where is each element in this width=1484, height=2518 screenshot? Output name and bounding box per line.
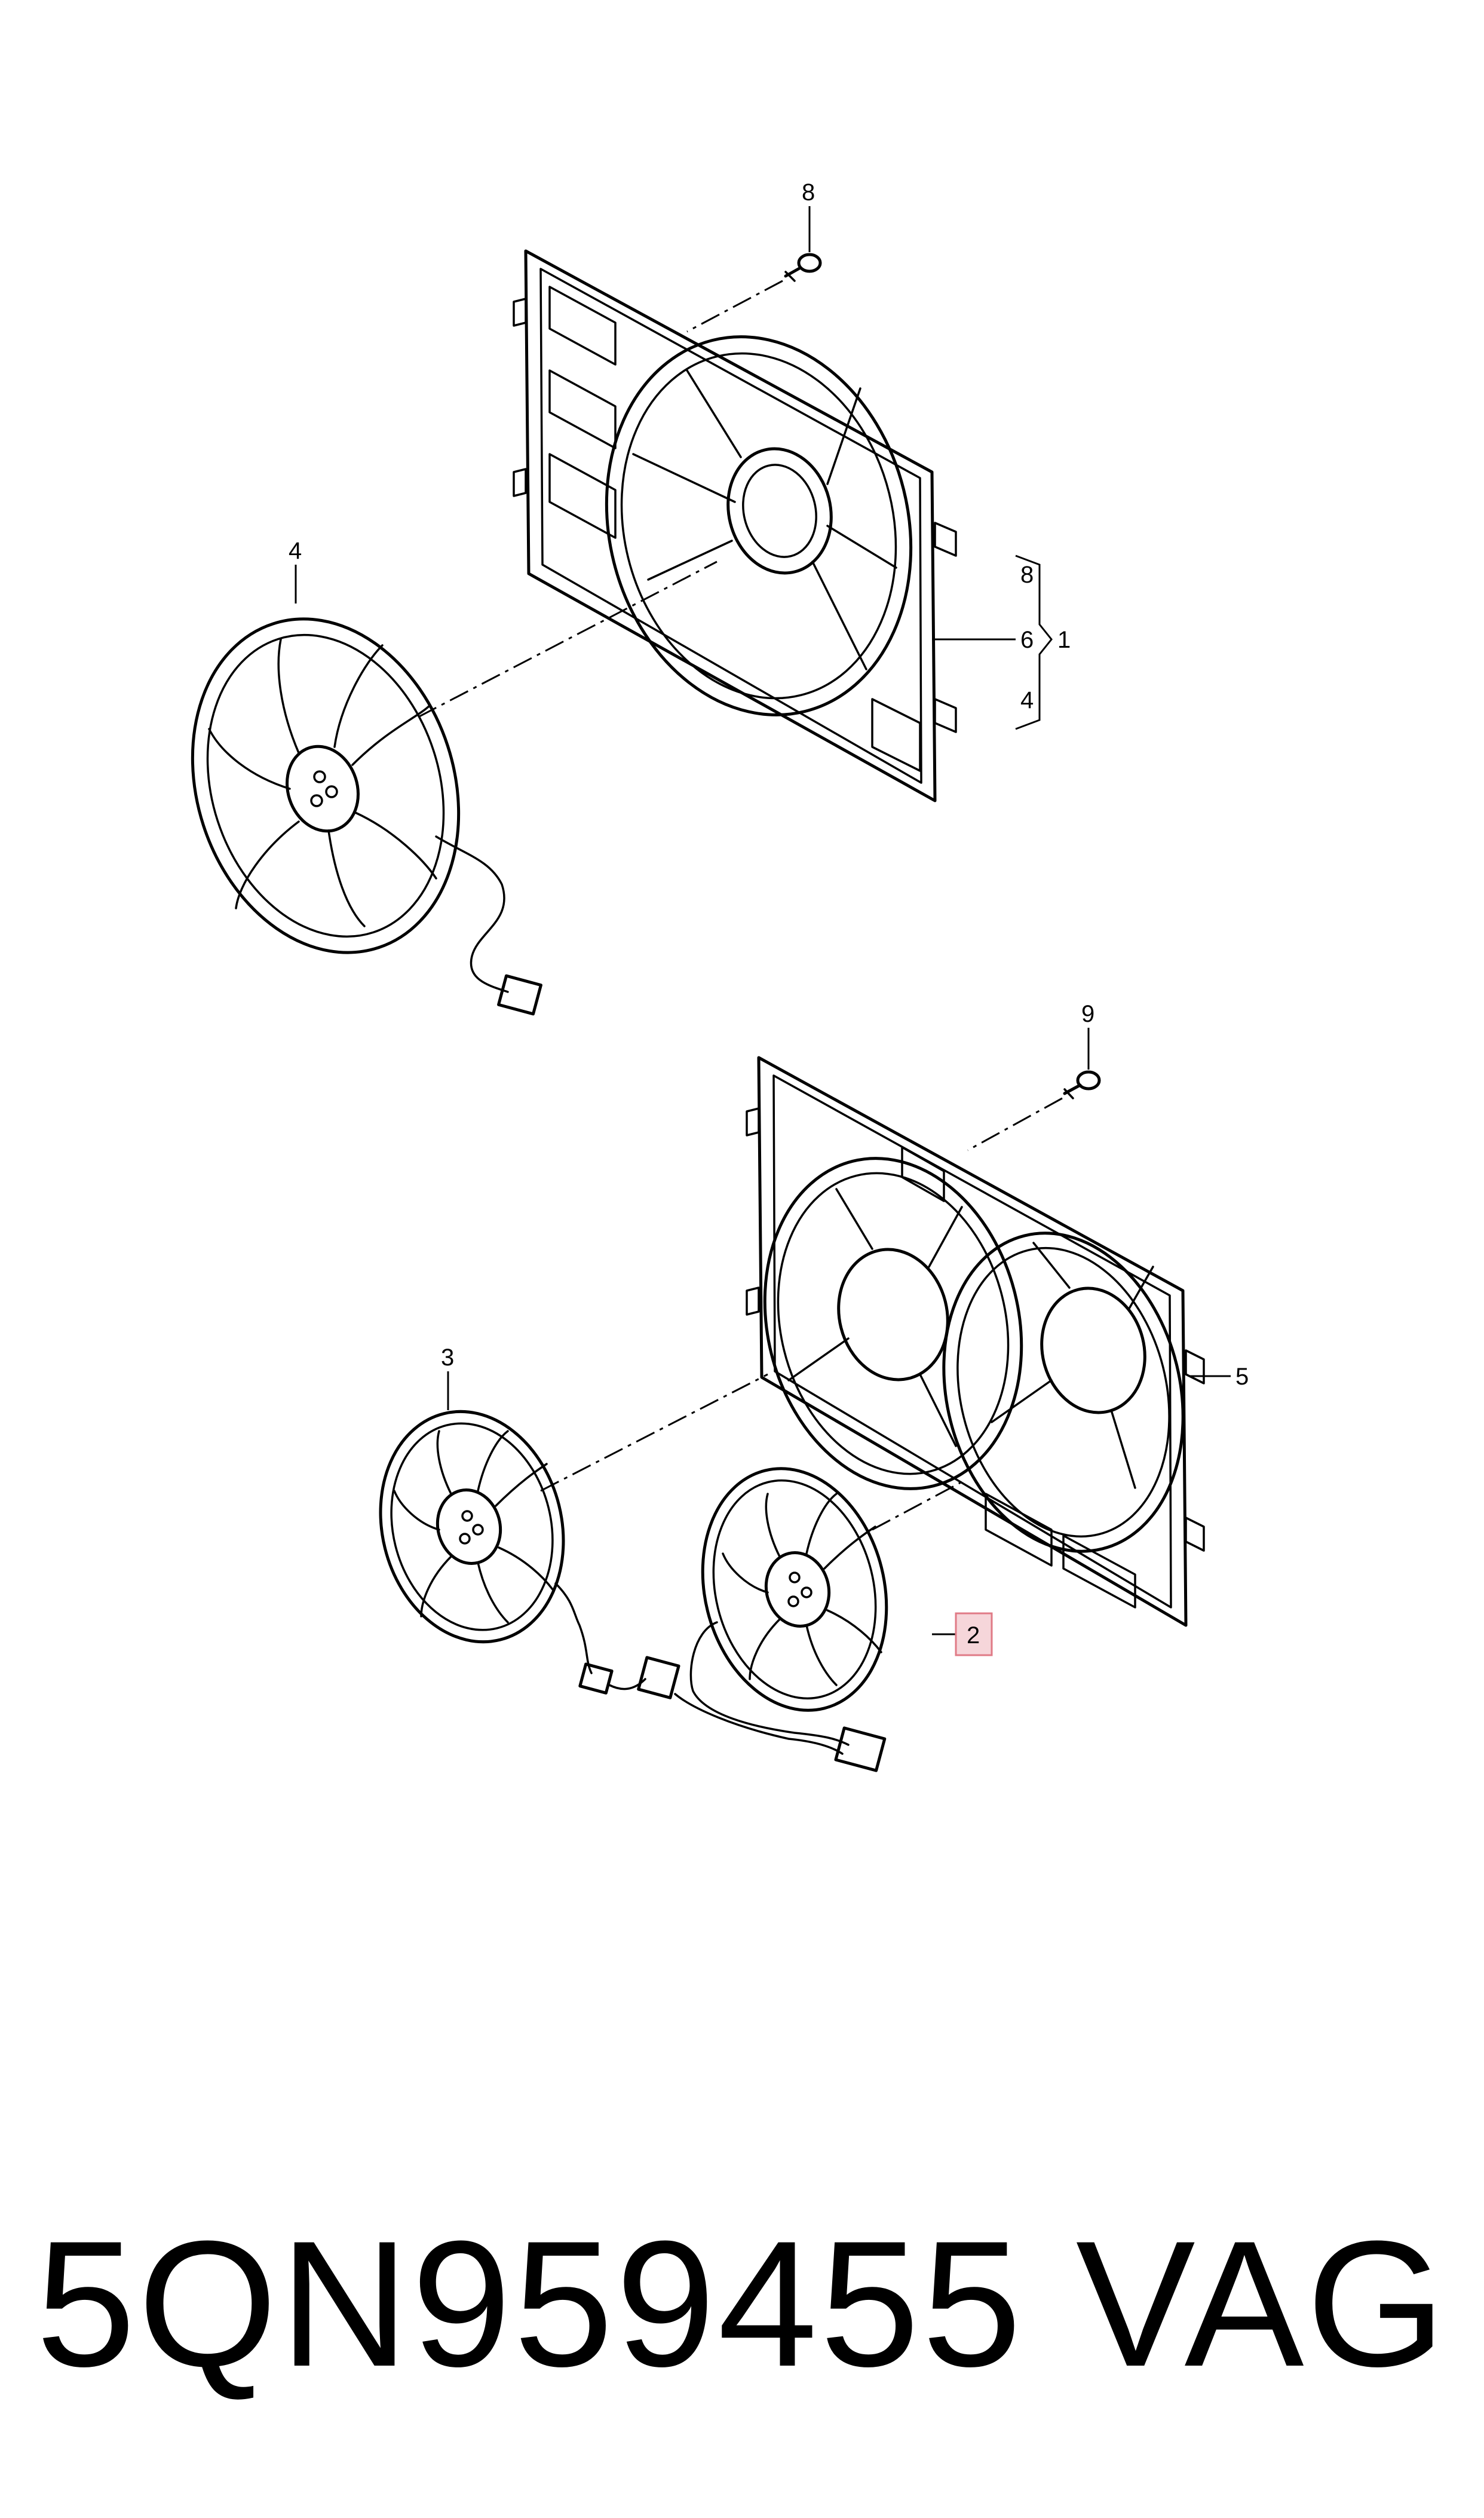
callout-5: 5 bbox=[1235, 1364, 1249, 1390]
callout-4-fan: 4 bbox=[289, 538, 302, 564]
callout-4-bracket: 4 bbox=[1020, 687, 1034, 713]
part-number: 5QN959455 bbox=[36, 2203, 1024, 2404]
fan-4 bbox=[191, 617, 542, 1016]
screw-8 bbox=[784, 253, 822, 282]
callout-2-highlight[interactable] bbox=[955, 1612, 993, 1656]
twin-fan-shroud bbox=[746, 1056, 1205, 1627]
callout-2[interactable]: 2 bbox=[967, 1622, 980, 1649]
callout-bracket bbox=[932, 555, 1053, 730]
parts-diagram: 8 4 8 6 1 4 9 5 3 2 bbox=[191, 179, 1249, 1772]
callout-9: 9 bbox=[1081, 1001, 1094, 1027]
callout-8-bracket: 8 bbox=[1020, 562, 1034, 588]
screw-9 bbox=[1063, 1070, 1101, 1099]
single-fan-shroud bbox=[513, 249, 957, 802]
fan-2 bbox=[674, 1467, 888, 1772]
callout-6: 6 bbox=[1020, 627, 1034, 653]
footer: 5QN959455 VAG bbox=[0, 2205, 1484, 2402]
callout-3: 3 bbox=[441, 1344, 454, 1371]
brand-label: VAG bbox=[1075, 2203, 1448, 2404]
fan-3 bbox=[379, 1410, 680, 1699]
callout-1: 1 bbox=[1057, 627, 1071, 653]
callout-8-screw: 8 bbox=[802, 179, 815, 206]
